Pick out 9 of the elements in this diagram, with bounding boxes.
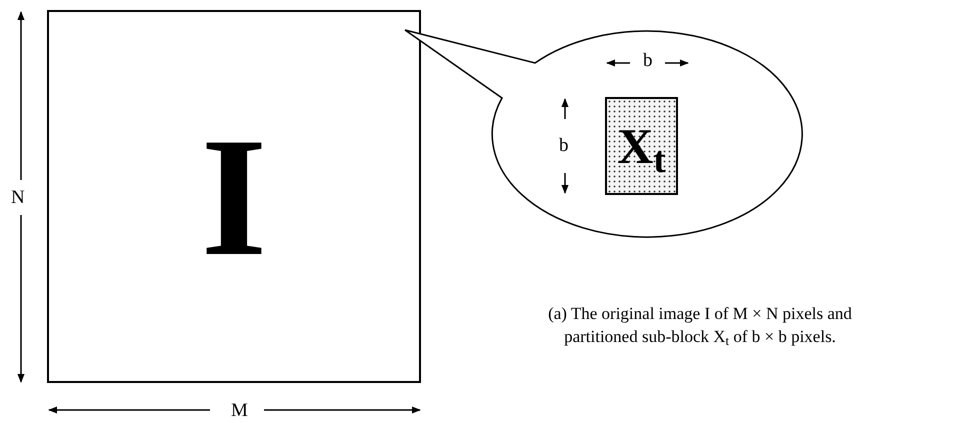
- dimension-label: N: [11, 188, 25, 207]
- dimension-label: b: [559, 136, 568, 155]
- caption: (a) The original image I of M × N pixels and partitioned sub-block X$_{t}$ of b × b pixels.: [547, 303, 853, 348]
- sub-block-box: [605, 97, 678, 195]
- image-symbol: I: [200, 112, 268, 282]
- image-box: [47, 10, 421, 383]
- dimension-label: b: [643, 51, 652, 70]
- dimension-label: M: [231, 401, 248, 420]
- sub-block-symbol: X$_{t}$: [617, 121, 666, 171]
